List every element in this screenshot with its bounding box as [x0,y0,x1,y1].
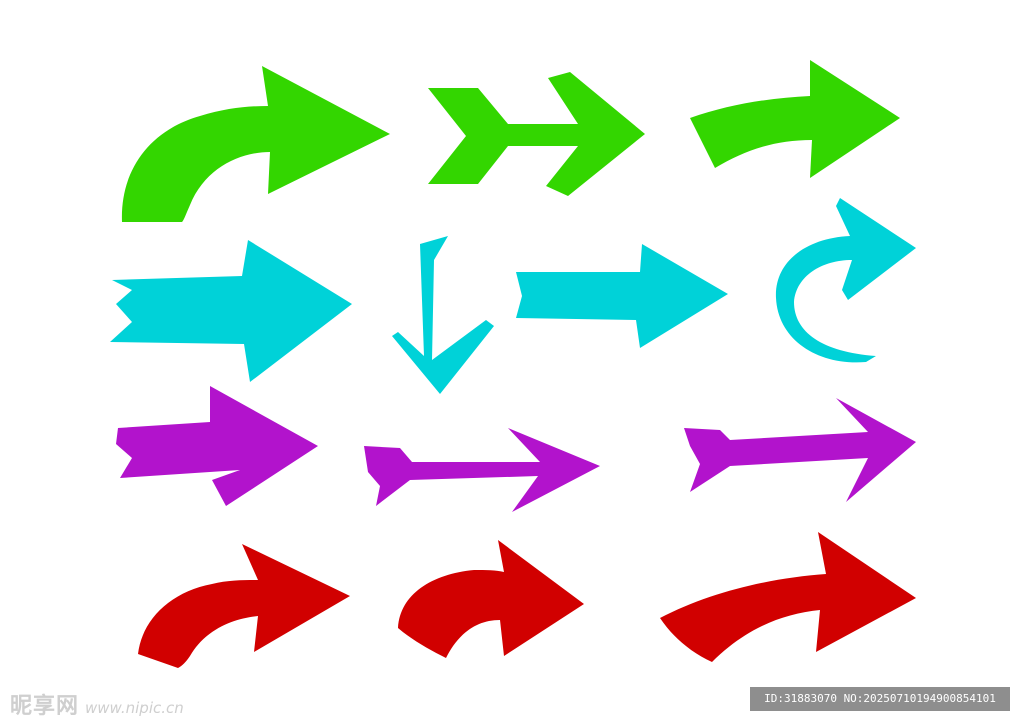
image-id-badge: ID:31883070 NO:20250710194900854101 [750,687,1010,711]
cyan-brush-arrow-icon [110,240,352,382]
purple-brush-arrow-icon [116,386,318,506]
red-swoosh-arrow-icon [660,532,916,662]
purple-long-arrow-icon [364,428,600,512]
green-fletched-arrow-icon [428,72,645,196]
site-watermark-logo: 昵享网 www.nipic.cn [10,688,184,719]
red-curved-arrow-icon-2 [398,540,584,658]
red-curved-arrow-icon [138,544,350,668]
cyan-down-arrow-icon [392,236,494,394]
green-curved-arrow-icon [121,66,390,222]
site-url: www.nipic.cn [85,699,184,717]
purple-long-arrow-icon-2 [684,398,916,502]
cyan-block-arrow-icon [516,244,728,348]
site-name: 昵享网 [10,693,80,719]
green-broad-arrow-icon [690,60,900,178]
cyan-circular-arrow-icon [775,198,916,363]
